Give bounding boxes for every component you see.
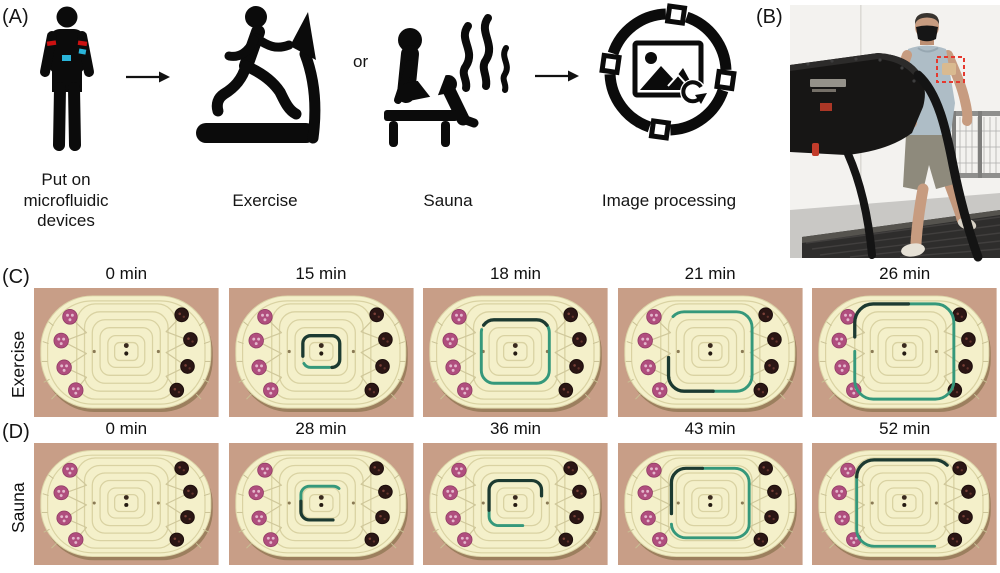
dye-segment bbox=[487, 479, 544, 527]
device-highlight-box bbox=[936, 56, 965, 83]
dye-segment bbox=[487, 478, 544, 528]
dye-segment bbox=[666, 310, 754, 393]
device-photo: 15 min bbox=[227, 264, 414, 418]
dye-segment bbox=[853, 302, 956, 401]
shorts bbox=[903, 135, 958, 191]
time-label: 18 min bbox=[489, 264, 541, 283]
dye-segment bbox=[480, 318, 551, 385]
device-photo: 28 min bbox=[227, 419, 414, 566]
arrow-icon bbox=[535, 70, 579, 82]
dye-segment bbox=[853, 302, 956, 401]
time-label: 43 min bbox=[684, 419, 736, 438]
time-label: 0 min bbox=[105, 419, 148, 438]
step1-caption: Put on microfluidic devices bbox=[23, 170, 109, 231]
dye-segment bbox=[855, 458, 954, 548]
time-label: 52 min bbox=[879, 419, 931, 438]
exercise-device-row: 0 min 15 min 18 min 21 min 26 min bbox=[33, 264, 998, 418]
time-label: 21 min bbox=[684, 264, 736, 283]
towel bbox=[417, 74, 446, 103]
sauna-device-row: 0 min 28 min 36 min 43 min 52 min bbox=[33, 419, 998, 566]
red-patch-left bbox=[46, 40, 57, 47]
dye-segment bbox=[299, 484, 343, 522]
image-processing-icon bbox=[599, 3, 737, 141]
device-photo: 36 min bbox=[422, 419, 609, 566]
device-photo: 0 min bbox=[33, 264, 220, 418]
row-label-sauna: Sauna bbox=[8, 482, 28, 533]
panel-a-label: (A) bbox=[2, 6, 29, 28]
dye-segment bbox=[300, 334, 341, 369]
shoe bbox=[901, 243, 925, 257]
dye-segment bbox=[666, 310, 754, 393]
treadmill-runner-icon bbox=[196, 6, 321, 144]
panel-c-label: (C) bbox=[2, 266, 30, 288]
dye-segment bbox=[479, 318, 552, 385]
step2-caption: Exercise bbox=[232, 191, 298, 210]
steam bbox=[459, 14, 510, 93]
device-photo: 21 min bbox=[617, 264, 804, 418]
dye-segment bbox=[298, 484, 343, 522]
or-label: or bbox=[353, 52, 369, 71]
hair bbox=[914, 13, 940, 25]
time-label: 28 min bbox=[295, 419, 347, 438]
panel-b-label: (B) bbox=[756, 6, 783, 28]
panel-d-label: (D) bbox=[2, 421, 30, 443]
person-with-devices-icon bbox=[40, 6, 94, 151]
dye-segment bbox=[300, 333, 342, 370]
time-label: 15 min bbox=[295, 264, 347, 283]
dye-segment bbox=[855, 458, 954, 548]
face-mask bbox=[916, 25, 938, 42]
row-label-exercise: Exercise bbox=[8, 330, 28, 398]
device-photo: 18 min bbox=[422, 264, 609, 418]
device-photo: 52 min bbox=[811, 419, 998, 566]
time-label: 0 min bbox=[105, 264, 148, 283]
time-label: 26 min bbox=[879, 264, 931, 283]
treadmill-photo bbox=[790, 5, 1000, 262]
device-photo: 26 min bbox=[811, 264, 998, 418]
time-label: 36 min bbox=[489, 419, 541, 438]
device-photo: 43 min bbox=[617, 419, 804, 566]
sauna-icon bbox=[384, 14, 510, 147]
arrow-icon bbox=[126, 71, 170, 83]
cyan-patch-chest bbox=[62, 55, 71, 61]
red-patch-right bbox=[77, 40, 88, 47]
dye-segment bbox=[669, 466, 751, 540]
treadmill-machine bbox=[790, 53, 983, 262]
cyan-patch-shoulder bbox=[78, 48, 87, 55]
step4-caption: Image processing bbox=[601, 191, 737, 210]
device-photo: 0 min bbox=[33, 419, 220, 566]
dye-segment bbox=[669, 466, 751, 540]
arm-device-patch bbox=[942, 63, 956, 75]
step3-caption: Sauna bbox=[423, 191, 473, 210]
